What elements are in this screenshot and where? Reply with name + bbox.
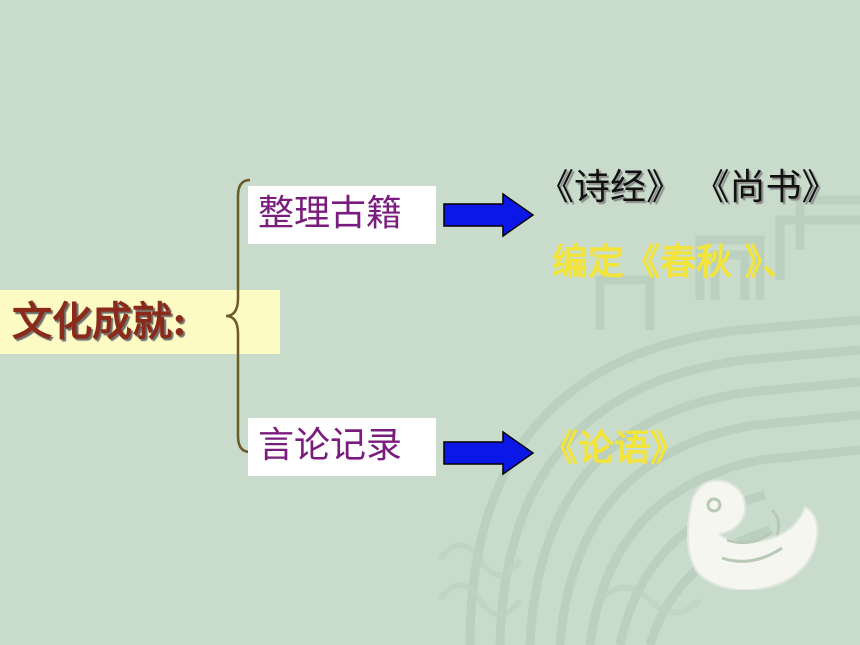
right-arrow-icon — [443, 192, 535, 238]
branch-label: 言论记录 — [258, 425, 403, 466]
classics-result: 《诗经》 《尚书》 — [538, 167, 838, 208]
analects-result: 《论语》 — [542, 427, 687, 469]
spring-autumn-result: 编定《春秋 》、 — [552, 241, 799, 283]
curly-brace-icon — [225, 178, 251, 454]
right-arrow-icon — [443, 430, 535, 476]
branch-box-recorded-sayings: 言论记录 — [248, 418, 436, 476]
branch-box-organize-classics: 整理古籍 — [248, 186, 436, 244]
jade-dragon-ornament — [686, 479, 819, 590]
title: 文化成就: — [12, 298, 187, 345]
title-box — [0, 290, 280, 354]
branch-label: 整理古籍 — [258, 193, 403, 234]
